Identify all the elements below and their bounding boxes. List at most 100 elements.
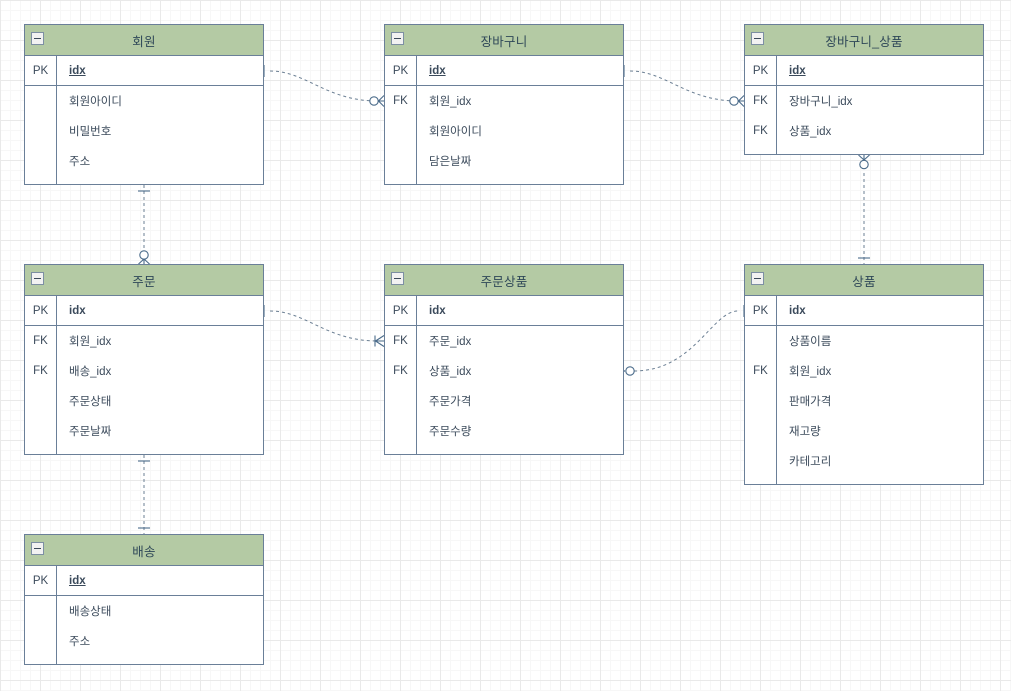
attribute-row[interactable]: 비밀번호 bbox=[25, 116, 263, 146]
entity-header-order_product[interactable]: 주문상품 bbox=[385, 265, 623, 296]
attribute-row[interactable]: 주소 bbox=[25, 626, 263, 656]
relationship-cartproduct-product[interactable] bbox=[858, 154, 870, 264]
entity-header-member[interactable]: 회원 bbox=[25, 25, 263, 56]
attribute-name: 배송_idx bbox=[69, 366, 112, 378]
attribute-key bbox=[745, 386, 777, 416]
collapse-minus-icon[interactable] bbox=[31, 272, 44, 285]
attribute-row[interactable]: 재고량 bbox=[745, 416, 983, 446]
collapse-minus-icon[interactable] bbox=[31, 32, 44, 45]
attribute-key: PK bbox=[25, 296, 57, 325]
attribute-row[interactable]: 주소 bbox=[25, 146, 263, 176]
attribute-name: 장바구니_idx bbox=[789, 96, 853, 108]
attribute-row[interactable]: 판매가격 bbox=[745, 386, 983, 416]
collapse-minus-icon[interactable] bbox=[31, 542, 44, 555]
attribute-key bbox=[745, 416, 777, 446]
entity-header-cart[interactable]: 장바구니 bbox=[385, 25, 623, 56]
entity-body-padding bbox=[745, 476, 983, 484]
attribute-key: PK bbox=[385, 296, 417, 325]
entity-header-order[interactable]: 주문 bbox=[25, 265, 263, 296]
entity-body-padding-key bbox=[745, 146, 777, 154]
attribute-name: idx bbox=[429, 304, 446, 317]
relationship-order-delivery[interactable] bbox=[138, 455, 150, 534]
attribute-row[interactable]: 배송상태 bbox=[25, 596, 263, 626]
attribute-name: idx bbox=[789, 64, 806, 77]
attribute-name: 카테고리 bbox=[789, 456, 832, 468]
attribute-key: FK bbox=[745, 116, 777, 146]
attribute-name: 주소 bbox=[69, 156, 91, 168]
entity-header-delivery[interactable]: 배송 bbox=[25, 535, 263, 566]
attribute-row[interactable]: 회원아이디 bbox=[385, 116, 623, 146]
attribute-name: 주문가격 bbox=[429, 396, 472, 408]
relationship-member-order[interactable] bbox=[138, 185, 150, 265]
relationship-orderproduct-product[interactable] bbox=[614, 305, 745, 377]
attribute-row[interactable]: 담은날짜 bbox=[385, 146, 623, 176]
relationship-order-orderproduct[interactable] bbox=[263, 305, 385, 347]
attribute-row[interactable]: 주문날짜 bbox=[25, 416, 263, 446]
attribute-name: 배송상태 bbox=[69, 606, 112, 618]
entity-body-padding bbox=[385, 446, 623, 454]
attribute-key bbox=[745, 326, 777, 356]
attribute-row[interactable]: PK idx bbox=[385, 296, 623, 326]
entity-body-padding bbox=[25, 176, 263, 184]
attribute-row[interactable]: 주문가격 bbox=[385, 386, 623, 416]
attribute-key bbox=[25, 86, 57, 116]
entity-title: 배송 bbox=[132, 544, 156, 559]
entity-body-padding-key bbox=[385, 446, 417, 454]
attribute-name: 담은날짜 bbox=[429, 156, 472, 168]
attribute-name: 주문수량 bbox=[429, 426, 472, 438]
attribute-row[interactable]: 주문상태 bbox=[25, 386, 263, 416]
entity-body-padding-key bbox=[25, 446, 57, 454]
attribute-row[interactable]: 카테고리 bbox=[745, 446, 983, 476]
entity-body-padding-key bbox=[25, 176, 57, 184]
attribute-key bbox=[385, 146, 417, 176]
attribute-name: 상품이름 bbox=[789, 336, 832, 348]
collapse-minus-icon[interactable] bbox=[391, 272, 404, 285]
attribute-key bbox=[385, 386, 417, 416]
attribute-row[interactable]: 주문수량 bbox=[385, 416, 623, 446]
collapse-minus-icon[interactable] bbox=[751, 272, 764, 285]
attribute-row[interactable]: 상품이름 bbox=[745, 326, 983, 356]
attribute-row[interactable]: 회원아이디 bbox=[25, 86, 263, 116]
attribute-name: idx bbox=[789, 304, 806, 317]
relationship-cart-cartproduct[interactable] bbox=[623, 65, 745, 107]
attribute-key: PK bbox=[25, 566, 57, 595]
collapse-minus-icon[interactable] bbox=[751, 32, 764, 45]
attribute-row[interactable]: PK idx bbox=[25, 296, 263, 326]
attribute-key: FK bbox=[25, 326, 57, 356]
entity-header-product[interactable]: 상품 bbox=[745, 265, 983, 296]
attribute-name: 회원아이디 bbox=[69, 96, 122, 108]
entity-header-cart_product[interactable]: 장바구니_상품 bbox=[745, 25, 983, 56]
collapse-minus-icon[interactable] bbox=[391, 32, 404, 45]
minus-glyph bbox=[754, 38, 761, 39]
attribute-name: idx bbox=[69, 304, 86, 317]
entity-body-padding bbox=[25, 446, 263, 454]
relationship-member-cart[interactable] bbox=[263, 65, 385, 107]
attribute-key bbox=[25, 626, 57, 656]
